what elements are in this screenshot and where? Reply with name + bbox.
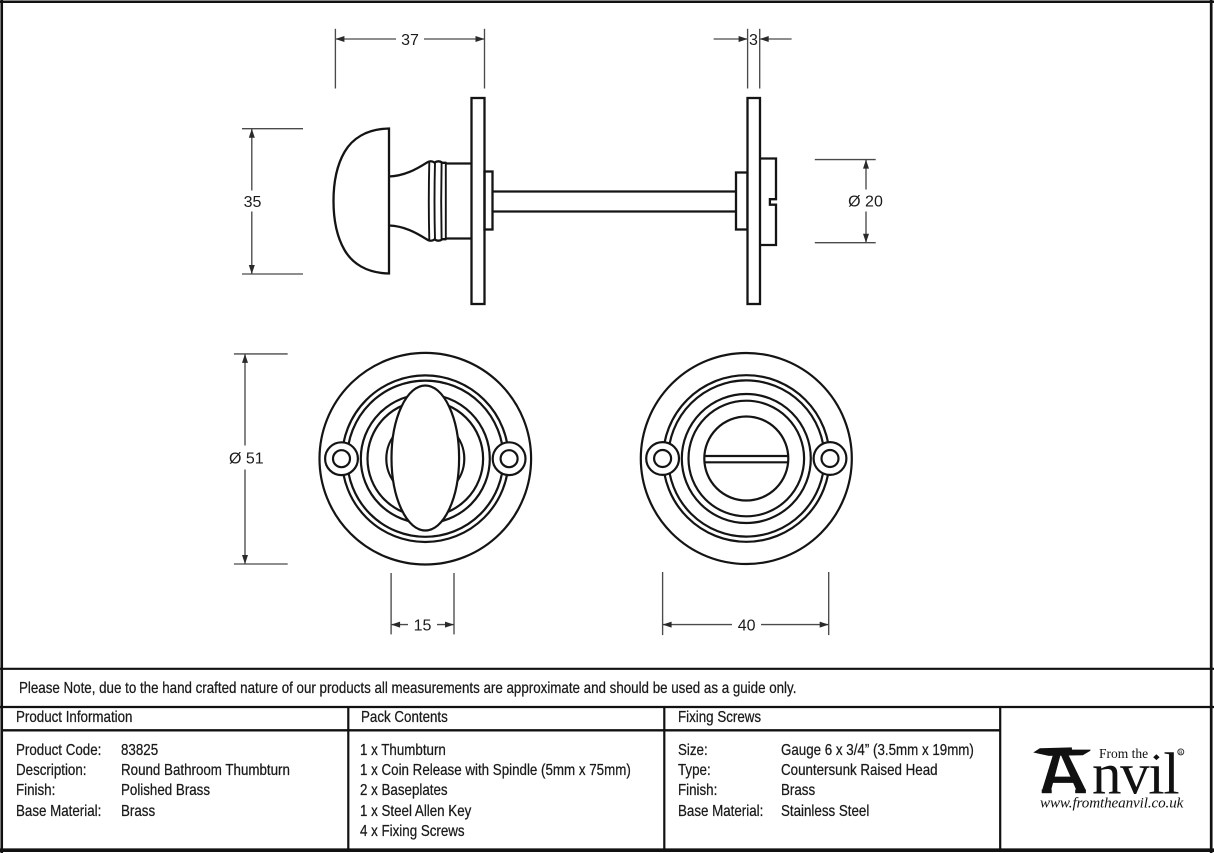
- svg-text:15: 15: [414, 617, 432, 634]
- svg-text:37: 37: [401, 32, 419, 49]
- svg-text:nvil: nvil: [1092, 741, 1179, 807]
- svg-text:3: 3: [749, 32, 758, 49]
- svg-text:35: 35: [244, 194, 262, 211]
- svg-text:www.fromtheanvil.co.uk: www.fromtheanvil.co.uk: [1040, 796, 1184, 812]
- svg-text:40: 40: [738, 617, 756, 634]
- svg-text:R: R: [1179, 750, 1183, 756]
- svg-text:From the: From the: [1099, 746, 1148, 761]
- svg-text:Ø 51: Ø 51: [229, 450, 264, 467]
- svg-text:Ø 20: Ø 20: [848, 193, 883, 210]
